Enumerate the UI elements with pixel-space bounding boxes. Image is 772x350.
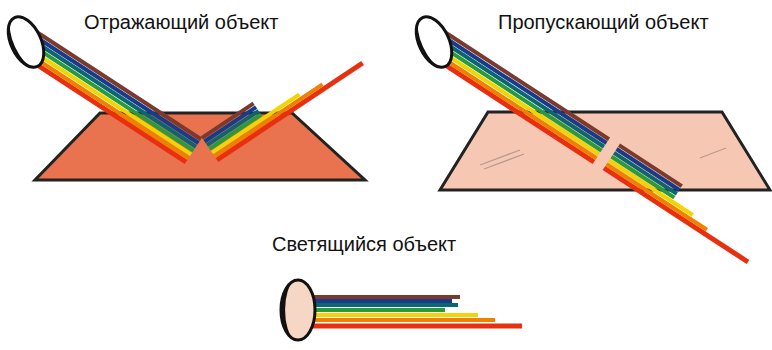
object-caption: Светящийся объект [272, 232, 456, 256]
incident-beam [430, 32, 609, 162]
incident-beam [22, 32, 201, 162]
transmitted-beam [604, 145, 748, 262]
light-source [1, 11, 51, 73]
glass-glints [480, 148, 726, 169]
object-caption: Пропускающий объект [498, 10, 709, 34]
emitted-beam [300, 297, 522, 326]
light-source [409, 11, 459, 73]
reflecting-plane [35, 113, 365, 180]
reflected-beam [202, 63, 363, 160]
luminous-source [281, 280, 315, 340]
object-caption: Отражающий объект [84, 10, 279, 34]
transmitting-plane [440, 112, 770, 190]
